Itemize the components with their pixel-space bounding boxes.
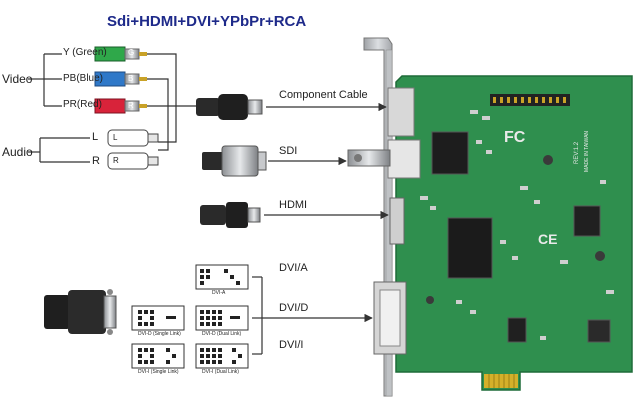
plug-letter-b: B xyxy=(128,74,134,83)
chip-memory xyxy=(587,319,611,343)
audio-label-l: L xyxy=(92,131,99,143)
sdi-bnc-plug xyxy=(202,145,267,177)
ce-mark: CE xyxy=(538,231,557,247)
plug-letter-r: R xyxy=(128,101,134,110)
rca-plug-red xyxy=(94,98,147,114)
dvi-d-label: DVI/D xyxy=(279,302,309,314)
audio-plug-right xyxy=(107,152,159,170)
pcie-gold-fingers xyxy=(484,374,518,388)
hdmi-plug xyxy=(200,202,261,228)
sdi-bnc-port xyxy=(347,139,421,179)
smd-components xyxy=(420,110,614,340)
revision-mark: REV:1.2 xyxy=(574,141,580,164)
diagram-title: Sdi+HDMI+DVI+YPbPr+RCA xyxy=(107,13,307,30)
dvi-a-caption: DVI-A xyxy=(212,290,226,296)
dvi-cable-plug xyxy=(44,289,117,335)
capacitors xyxy=(426,155,605,304)
audio-group-label: Audio xyxy=(2,145,33,159)
chip-top xyxy=(431,131,469,175)
fcc-mark: FC xyxy=(504,129,526,146)
dvi-i-dual-pinout xyxy=(195,343,249,369)
audio-plug-left xyxy=(107,129,159,147)
channel-label-y: Y (Green) xyxy=(63,47,107,58)
dvi-port xyxy=(373,281,407,355)
dvi-i-label: DVI/I xyxy=(279,339,304,351)
plug-letter-l: L xyxy=(113,133,118,142)
dvi-d-single-pinout xyxy=(131,305,185,331)
dvi-d-dual-caption: DVI-D (Dual Link) xyxy=(202,331,242,337)
origin-mark: MADE IN TAIWAN xyxy=(584,131,590,172)
capture-card-pcb: FC CE REV:1.2 MADE IN TAIWAN xyxy=(347,75,633,391)
dvi-i-single-pinout xyxy=(131,343,185,369)
component-cable-label: Component Cable xyxy=(279,89,368,101)
rca-plug-blue xyxy=(94,71,147,87)
chip-main xyxy=(447,217,493,279)
video-audio-wiring xyxy=(28,53,196,163)
channel-label-pr: PR(Red) xyxy=(63,99,102,110)
channel-label-pb: PB(Blue) xyxy=(63,73,104,84)
plug-letter-g: G xyxy=(128,48,135,57)
hdmi-port xyxy=(389,197,405,245)
dvi-i-single-caption: DVI-I (Single Link) xyxy=(138,369,179,375)
dvi-arrows xyxy=(252,276,373,355)
plug-letter-audio-r: R xyxy=(113,156,119,165)
dvi-a-pinout xyxy=(195,264,249,290)
sdi-label: SDI xyxy=(279,145,298,157)
dvi-d-dual-pinout xyxy=(195,305,249,331)
dvi-i-dual-caption: DVI-I (Dual Link) xyxy=(202,369,239,375)
chip-right xyxy=(573,205,601,237)
component-cable-plug xyxy=(196,94,263,120)
hdmi-label: HDMI xyxy=(279,199,308,211)
rca-plug-green xyxy=(94,46,147,62)
dvi-a-label: DVI/A xyxy=(279,262,308,274)
chip-small xyxy=(507,317,527,343)
component-port-block xyxy=(387,87,415,137)
audio-label-r: R xyxy=(92,155,100,167)
video-group-label: Video xyxy=(2,72,33,86)
dvi-d-single-caption: DVI-D (Single Link) xyxy=(138,331,181,337)
pin-header xyxy=(490,94,570,106)
